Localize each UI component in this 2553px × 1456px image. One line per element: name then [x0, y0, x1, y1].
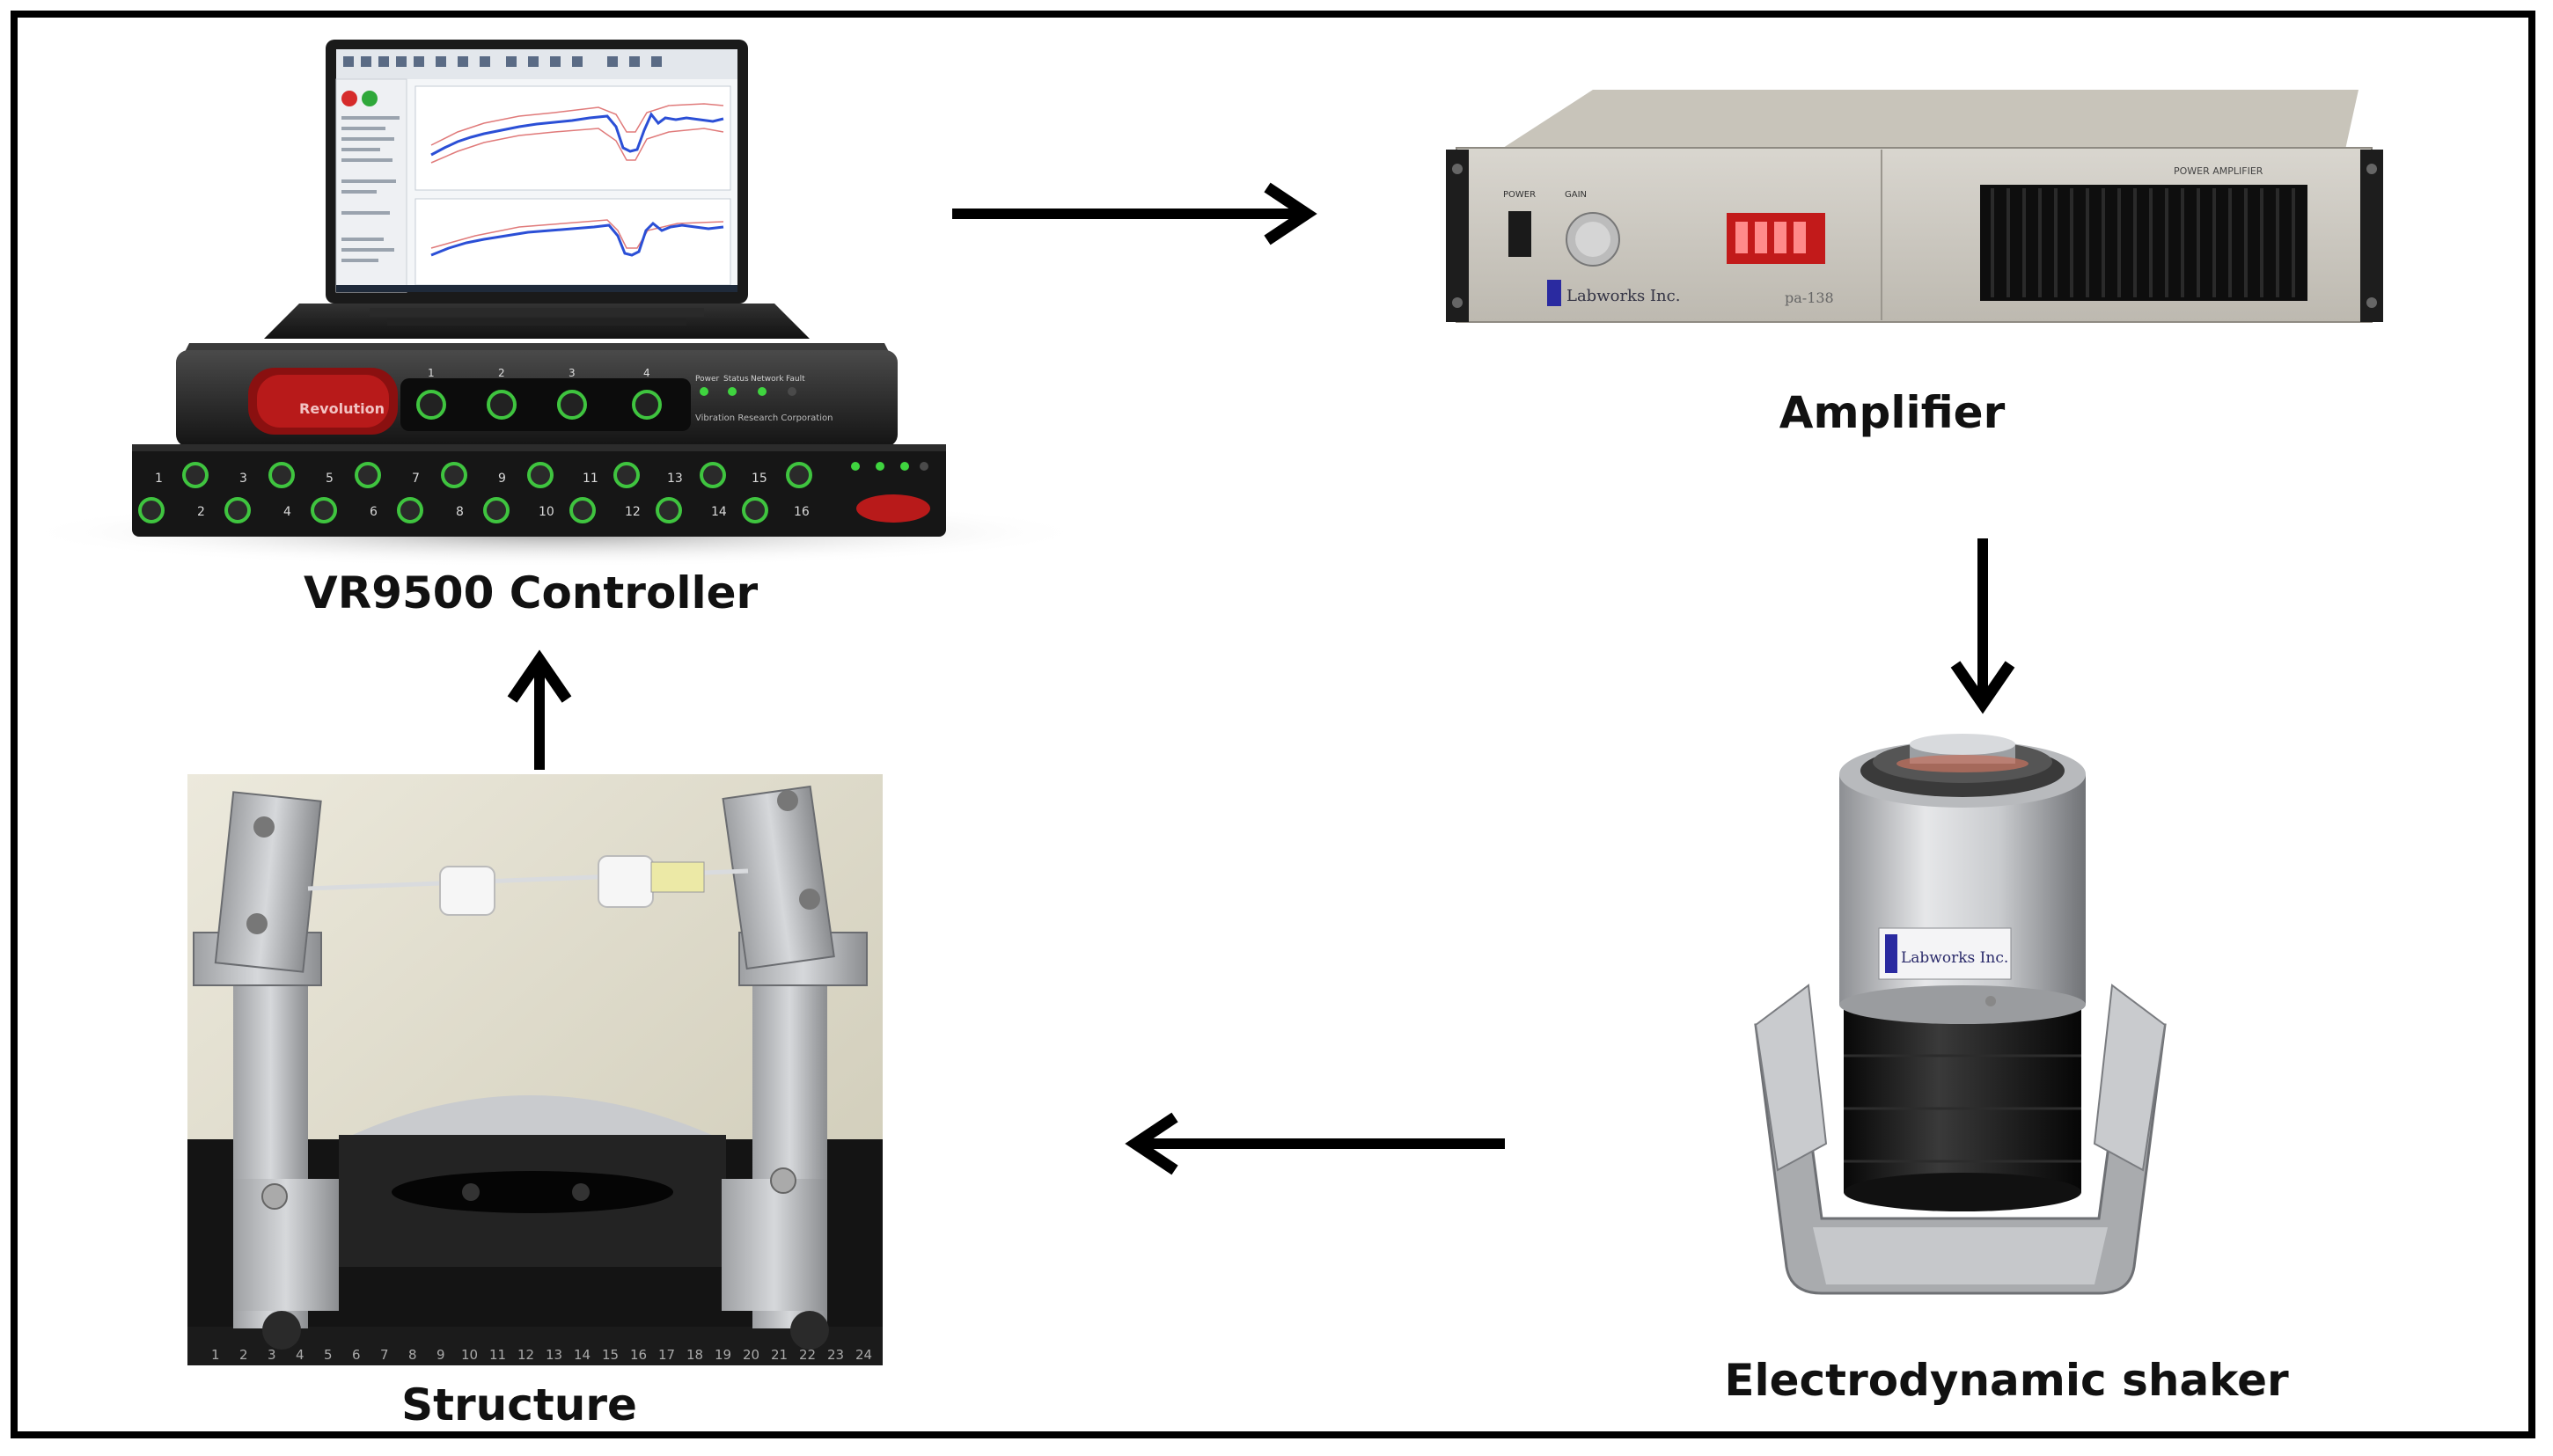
shaker-brand: Labworks Inc. — [1901, 949, 2008, 967]
amplifier-power-switch-image — [1508, 211, 1531, 257]
diagram-frame — [11, 11, 2535, 1438]
ruler-number: 2 — [239, 1347, 248, 1363]
port-number: 3 — [239, 472, 247, 486]
amplifier-gain-label: GAIN — [1565, 190, 1587, 200]
port-number: 5 — [326, 472, 334, 486]
label-amplifier: Amplifier — [1779, 387, 2006, 438]
ruler-number: 22 — [799, 1347, 816, 1363]
ruler-number: 1 — [211, 1347, 220, 1363]
ruler-number: 5 — [324, 1347, 333, 1363]
ruler-number: 9 — [437, 1347, 445, 1363]
ruler-number: 14 — [574, 1347, 591, 1363]
amplifier-panel-label: POWER AMPLIFIER — [2174, 165, 2263, 177]
ruler-number: 11 — [489, 1347, 506, 1363]
amplifier-brand: Labworks Inc. — [1566, 287, 1680, 305]
controller-top-ports — [416, 390, 662, 420]
ruler-number: 12 — [517, 1347, 534, 1363]
port-number: 14 — [711, 505, 727, 519]
led-label: Network — [751, 375, 784, 384]
port-number: 8 — [456, 505, 464, 519]
port-label: 2 — [498, 367, 505, 379]
port-number: 12 — [625, 505, 641, 519]
port-number: 10 — [539, 505, 554, 519]
port-number: 15 — [752, 472, 767, 486]
structure-photo: 1 2 3 4 5 6 7 8 9 10 11 12 13 14 15 16 1… — [187, 774, 883, 1365]
ruler-number: 21 — [771, 1347, 788, 1363]
port-label: 1 — [428, 367, 435, 379]
port-number: 9 — [498, 472, 506, 486]
vr9500-controller-image: Revolution 1 2 3 4 Power Status Network … — [18, 40, 1091, 567]
label-structure: Structure — [401, 1379, 637, 1430]
arrow-controller-to-amplifier — [952, 182, 1317, 245]
electrodynamic-shaker-image: Labworks Inc. — [1754, 734, 2167, 1295]
port-number: 7 — [412, 472, 420, 486]
port-number: 6 — [370, 505, 378, 519]
ruler-number: 24 — [855, 1347, 872, 1363]
port-number: 13 — [667, 472, 683, 486]
amplifier-heatsink — [1980, 185, 2307, 301]
port-number: 1 — [155, 472, 163, 486]
controller-maker: Vibration Research Corporation — [695, 413, 833, 423]
led-label: Status — [723, 375, 749, 384]
ruler-number: 16 — [630, 1347, 647, 1363]
amplifier-power-label: POWER — [1503, 190, 1536, 200]
ruler-number: 3 — [268, 1347, 276, 1363]
ruler-number: 23 — [827, 1347, 844, 1363]
ruler-number: 13 — [546, 1347, 562, 1363]
port-number: 2 — [197, 505, 205, 519]
ruler-number: 19 — [715, 1347, 731, 1363]
port-label: 3 — [569, 367, 576, 379]
ruler-number: 10 — [461, 1347, 478, 1363]
ruler-number: 4 — [296, 1347, 304, 1363]
ruler-number: 8 — [408, 1347, 417, 1363]
port-number: 4 — [283, 505, 291, 519]
controller-brand: Revolution — [299, 400, 385, 417]
amplifier-image: POWER GAIN Labworks Inc. pa-138 POWER AM… — [1446, 90, 2383, 323]
ruler-number: 15 — [602, 1347, 619, 1363]
amplifier-model: pa-138 — [1785, 289, 1834, 306]
label-controller: VR9500 Controller — [304, 567, 759, 618]
label-electrodynamic-shaker: Electrodynamic shaker — [1724, 1355, 2289, 1406]
ruler-number: 6 — [352, 1347, 361, 1363]
port-label: 4 — [643, 367, 650, 379]
arrow-structure-to-controller — [507, 649, 572, 770]
controller-bottom-ports — [138, 462, 812, 523]
ruler-numbers: 1 2 3 4 5 6 7 8 9 10 11 12 13 14 15 16 1… — [211, 1347, 872, 1363]
led-label: Fault — [786, 375, 805, 384]
arrow-amplifier-to-shaker — [1950, 538, 2015, 714]
ruler-number: 18 — [686, 1347, 703, 1363]
port-number: 11 — [583, 472, 598, 486]
ruler-number: 17 — [658, 1347, 675, 1363]
led-label: Power — [695, 375, 720, 384]
arrow-shaker-to-structure — [1125, 1112, 1505, 1175]
ruler-number: 7 — [380, 1347, 389, 1363]
port-number: 16 — [794, 505, 810, 519]
ruler-number: 20 — [743, 1347, 759, 1363]
